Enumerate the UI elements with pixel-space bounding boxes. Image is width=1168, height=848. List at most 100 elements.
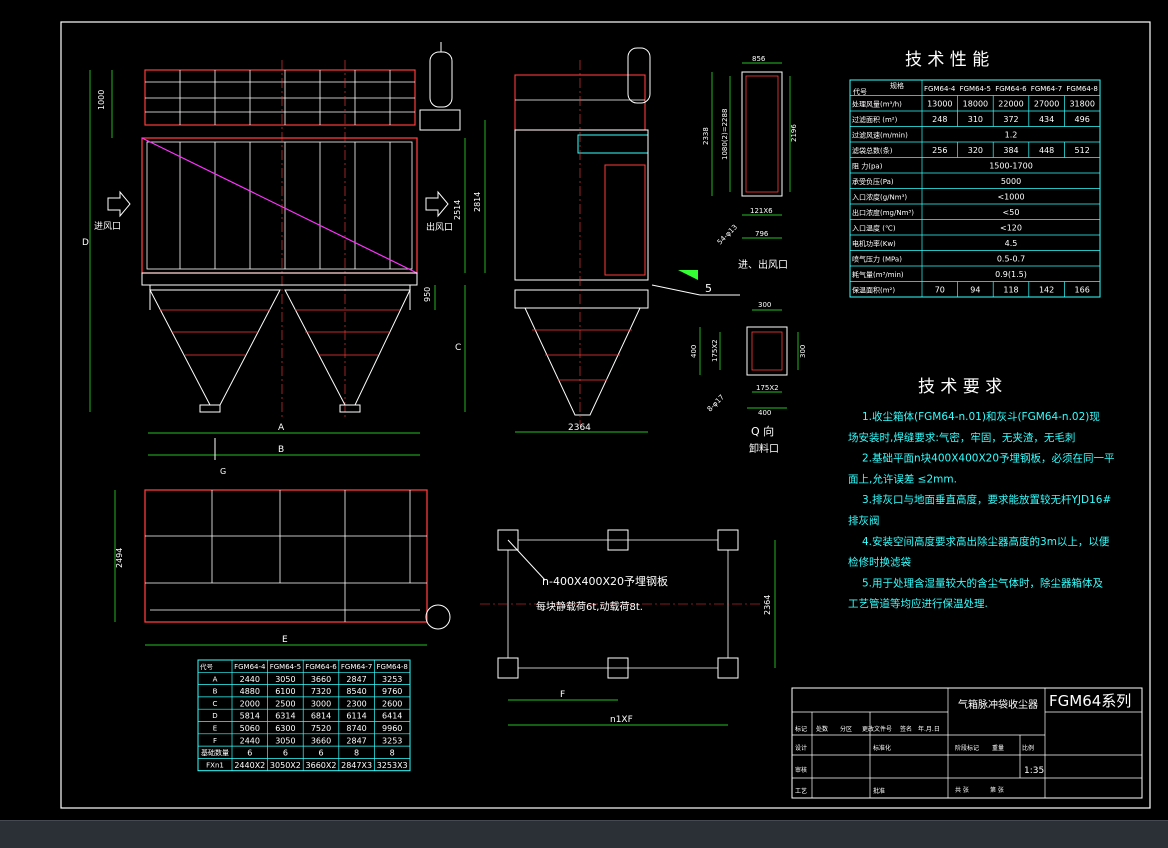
dim-G: G xyxy=(220,467,226,476)
tb-row4-cell: 工艺 xyxy=(795,787,807,795)
dim-cell: 8 xyxy=(390,749,395,758)
dim-row-label: B xyxy=(213,688,218,696)
series-title: FGM64系列 xyxy=(1049,692,1131,710)
dim-model: FGM64-4 xyxy=(234,663,266,671)
foundation-F: F xyxy=(560,690,565,700)
dim-cell: 2440 xyxy=(240,675,260,684)
detail-outlet: 856 2338 1080(2)=2288 2196 121X6 796 54-… xyxy=(702,55,798,271)
perf-model: FGM64-5 xyxy=(960,85,991,93)
perf-cell-merged: 1.2 xyxy=(1005,131,1018,140)
tb-row1-cell: 更改文件号 xyxy=(862,725,892,733)
perf-model: FGM64-6 xyxy=(995,85,1027,93)
perf-row-label: 承受负压(Pa) xyxy=(852,177,894,186)
perf-cell: 310 xyxy=(968,115,983,124)
detail-h2: 1080(2)=2288 xyxy=(721,109,729,160)
dim-cell: 6814 xyxy=(311,712,331,721)
perf-row-label: 耗气量(m³/min) xyxy=(852,270,904,279)
unload-left: 400 xyxy=(690,345,698,358)
perf-cell: 31800 xyxy=(1069,100,1094,109)
tech-req-line: 场安装时,焊缝要求:气密，牢固，无夹渣，无毛刺 xyxy=(848,431,1075,444)
drawing-frame xyxy=(60,21,1151,809)
perf-cell-merged: <120 xyxy=(1000,224,1022,233)
perf-model: FGM64-7 xyxy=(1031,85,1062,93)
dim-cell: 6 xyxy=(247,749,252,758)
weld-5: 5 xyxy=(705,282,712,295)
outlet-label: 出风口 xyxy=(426,221,453,233)
detail-h1: 2338 xyxy=(702,127,710,145)
detail-hole: 54-φ13 xyxy=(716,223,739,246)
dim-cell: 2847 xyxy=(346,675,366,684)
perf-row-label: 阻 力(pa) xyxy=(852,162,883,171)
perf-row-label: 电机功率(Kw) xyxy=(852,239,896,248)
side-width: 2364 xyxy=(568,423,591,433)
dim-cell: 9760 xyxy=(382,687,402,696)
tb-row2-cell: 设计 xyxy=(795,744,807,752)
inlet-label: 进风口 xyxy=(94,221,121,232)
dim-2514: 2514 xyxy=(453,200,462,220)
dim-cell: 7520 xyxy=(311,724,331,733)
foundation-load: 每块静载荷6t,动载荷8t. xyxy=(536,600,643,613)
dim-cell: 3050X2 xyxy=(270,761,301,770)
tech-req-line: 排灰阀 xyxy=(848,514,880,527)
tb-foot-cell: 共 张 xyxy=(955,786,969,794)
dim-cell: 3253X3 xyxy=(377,761,408,770)
tb-row2-cell: 标准化 xyxy=(873,744,891,752)
cad-drawing-canvas[interactable]: 进风口 出风口 1000 D 2514 2814 950 C A B G xyxy=(0,0,1168,820)
dim-cell: 5814 xyxy=(240,712,260,721)
dim-cell: 5060 xyxy=(240,724,260,733)
dim-cell: 2847X3 xyxy=(341,761,372,770)
perf-model: FGM64-8 xyxy=(1066,85,1097,93)
perf-cell: 434 xyxy=(1039,115,1054,124)
tb-mid-cell: 阶段标记 xyxy=(955,744,979,752)
perf-row-label: 处理风量(m³/h) xyxy=(852,100,902,109)
tb-foot-cell: 第 张 xyxy=(990,786,1004,794)
unload-hole: 8-φ17 xyxy=(706,393,726,413)
dim-cell: 3253 xyxy=(382,675,402,684)
perf-row-label: 出口浓度(mg/Nm³) xyxy=(852,208,914,217)
perf-cell-merged: 4.5 xyxy=(1005,239,1018,248)
dim-model: FGM64-8 xyxy=(377,663,408,671)
foundation-nF: n1XF xyxy=(610,715,633,725)
dim-cell: 2440X2 xyxy=(234,761,265,770)
plan-h: 2494 xyxy=(115,548,124,568)
dim-cell: 3660 xyxy=(311,736,331,745)
dim-cell: 2847 xyxy=(346,736,366,745)
foundation-plan: n-400X400X20予埋钢板 每块静载荷6t,动载荷8t. 2364 F n… xyxy=(480,529,776,726)
perf-row-label: 保温面积(m²) xyxy=(852,286,895,295)
dim-header-code: 代号 xyxy=(200,662,214,671)
tech-req-line: 2.基础平面n块400X400X20予埋钢板，必须在同一平 xyxy=(862,452,1115,465)
perf-cell: 372 xyxy=(1003,115,1018,124)
dim-cell: 3050 xyxy=(275,736,295,745)
dim-cell: 6 xyxy=(318,749,323,758)
perf-cell: 166 xyxy=(1075,286,1090,295)
dim-cell: 6 xyxy=(283,749,288,758)
detail-top-dim: 856 xyxy=(752,55,766,63)
perf-row-label: 入口浓度(g/Nm³) xyxy=(852,193,907,202)
perf-cell: 27000 xyxy=(1034,100,1059,109)
front-view: 进风口 出风口 1000 D 2514 2814 950 C A B G xyxy=(82,42,486,476)
dim-cell: 6114 xyxy=(346,712,366,721)
perf-cell-merged: 0.5-0.7 xyxy=(997,255,1025,264)
tech-perf-title: 技 术 性 能 xyxy=(905,50,989,70)
perf-row-label: 滤袋总数(条) xyxy=(852,146,893,155)
perf-cell: 320 xyxy=(968,146,983,155)
scale: 1:35 xyxy=(1024,766,1044,776)
detail-bot2: 796 xyxy=(755,230,769,238)
perf-cell: 70 xyxy=(935,286,945,295)
perf-cell: 118 xyxy=(1003,286,1018,295)
dim-cell: 4880 xyxy=(240,687,260,696)
perf-row-label: 入口温度 (℃) xyxy=(852,224,896,233)
dim-cell: 2440 xyxy=(240,736,260,745)
tech-req-line: 3.排灰口与地面垂直高度，要求能放置较无杆YJD16# xyxy=(862,493,1111,506)
tb-row1-cell: 标记 xyxy=(795,725,807,733)
dim-D: D xyxy=(82,238,89,248)
tb-mid-cell: 比例 xyxy=(1022,744,1034,752)
unload-title1: Q 向 xyxy=(751,424,774,438)
perf-row-label: 喷气压力 (MPa) xyxy=(852,255,902,264)
dim-model: FGM64-5 xyxy=(270,663,301,671)
unload-top: 300 xyxy=(758,301,771,309)
dim-row-label: FXn1 xyxy=(206,761,224,769)
foundation-plate: n-400X400X20予埋钢板 xyxy=(542,574,668,588)
